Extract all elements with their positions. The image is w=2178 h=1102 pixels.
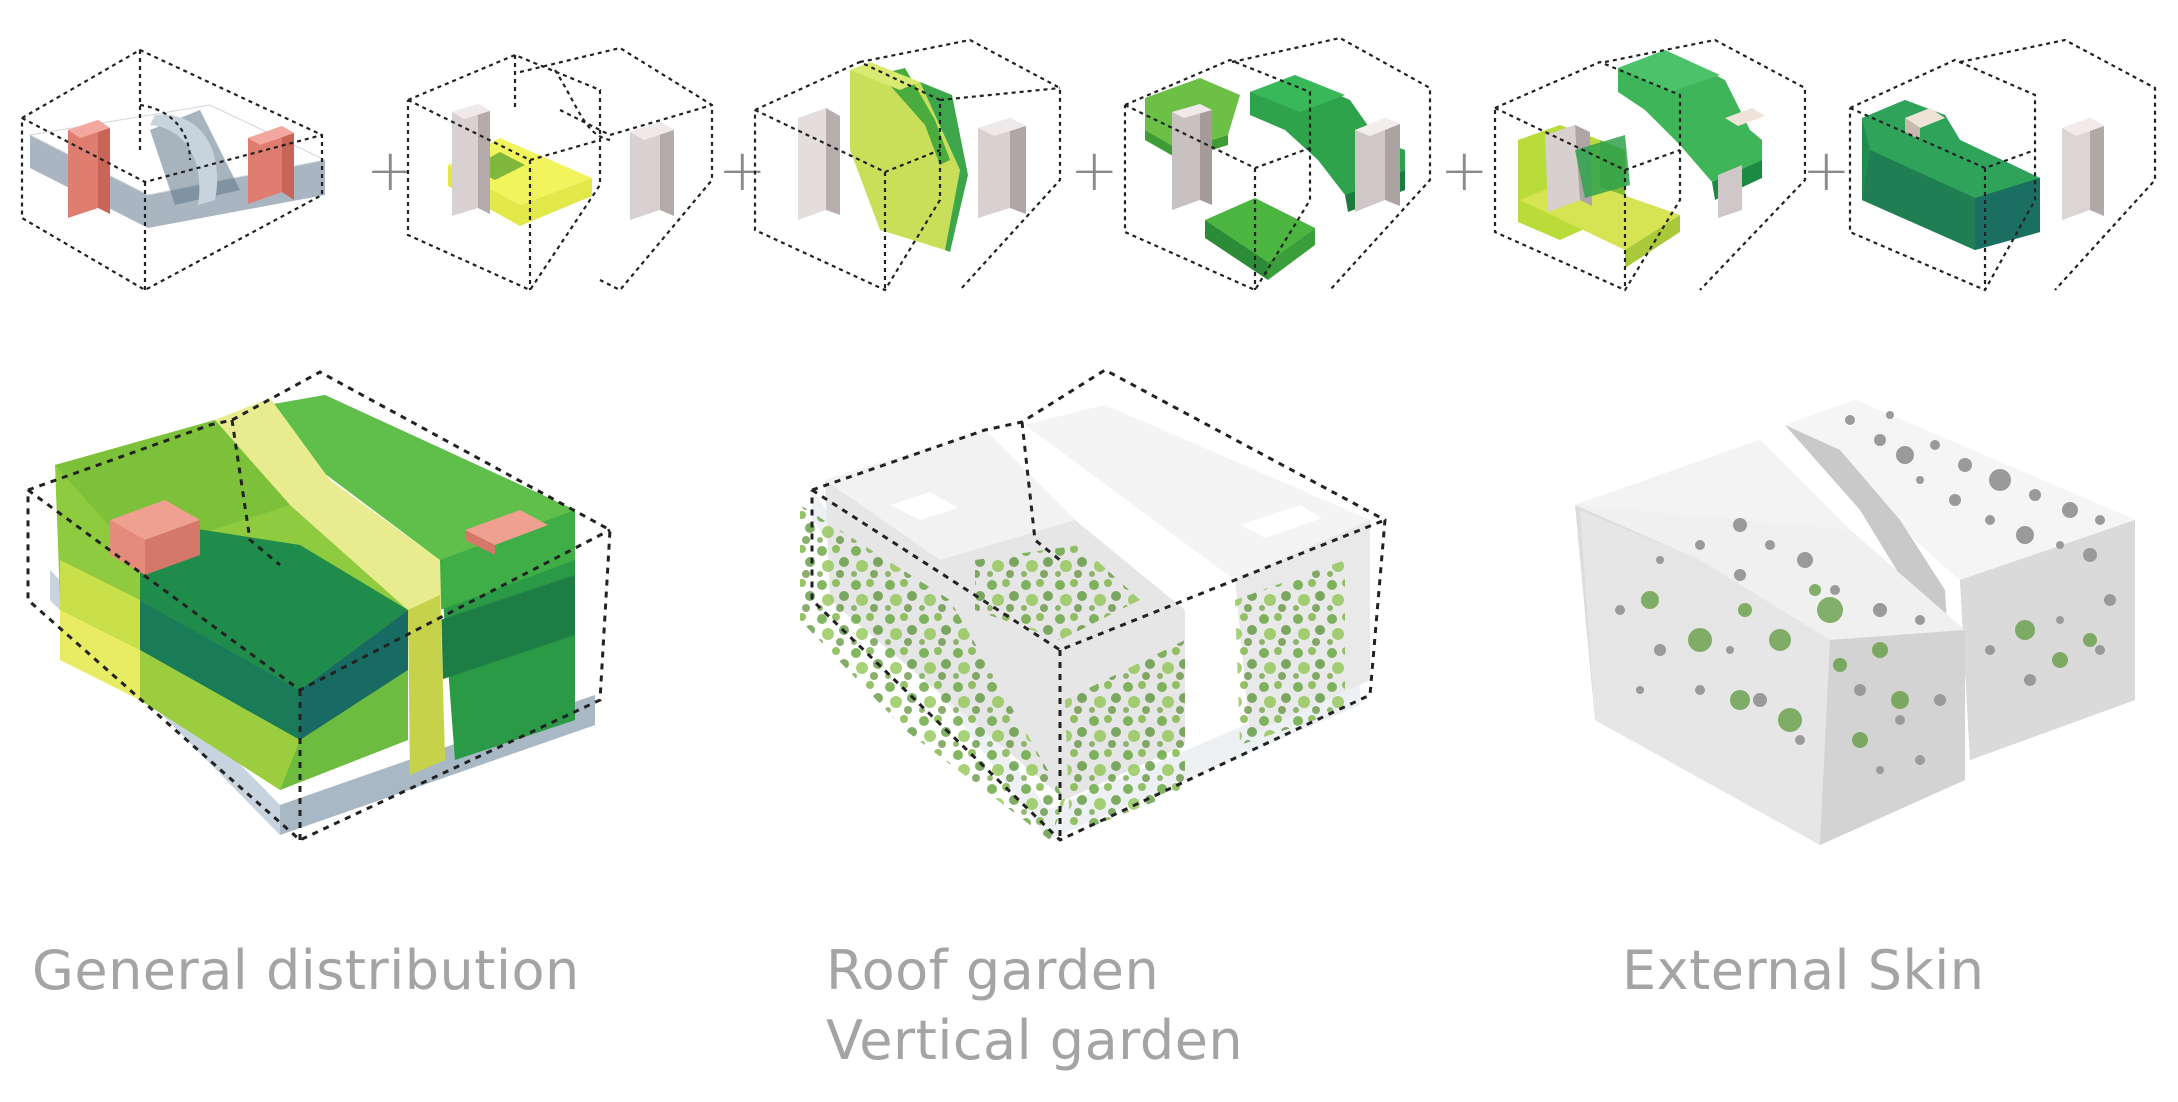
step-2-yellow-program-diagram [406,46,714,292]
step-3-vertical-green-diagram [753,38,1062,292]
operator-plus-5: + [1802,136,1851,204]
step-4-slab-lower [1205,198,1315,262]
caption-external-skin: External Skin [1622,939,1985,1002]
external-skin-model [1575,400,2135,845]
caption-vertical-garden: Vertical garden [826,1009,1244,1072]
operator-plus-4: + [1440,136,1489,204]
step-1-cores-diagram [20,48,327,292]
model-1-dark-block [140,520,408,690]
step-6-teal-face [1975,178,2040,250]
step-2-yellow-slab [448,165,592,226]
step-1-core-left [68,120,98,218]
step-3-core-right [978,118,1010,218]
general-distribution-model [26,370,612,842]
step-4-core-right [1355,118,1385,212]
operator-plus-3: + [1070,136,1119,204]
model-3-green-spots [1641,584,2097,748]
step-6-green-volume-diagram [1848,38,2157,292]
caption-general-distribution: General distribution [32,939,580,1002]
step-5-combined-diagram [1493,38,1807,292]
step-3-green-wall-front [850,70,960,250]
roof-garden-model [800,368,1387,842]
step-4-core-left [1172,104,1200,210]
step-5-roof-box [1725,108,1765,126]
model-2-base [812,490,1360,840]
step-1-ramp [150,114,218,205]
model-3-perforations [1615,411,2116,774]
model-2-vertical-garden-front [1065,640,1185,835]
model-2-vertical-garden-right [1235,560,1345,745]
operator-plus-1: + [366,136,415,204]
step-2-core-left [452,104,478,216]
step-4-green-floors-diagram [1123,36,1432,292]
caption-roof-garden: Roof garden [826,939,1160,1002]
step-1-core-right [248,126,282,204]
step-6-core-right [2062,118,2090,220]
model-2-roof-garden [975,545,1140,640]
model-2-vertical-garden-left [800,505,1065,840]
operator-plus-2: + [718,136,767,204]
step-3-core-left [798,108,826,220]
model-1-core-right [465,510,548,545]
step-6-roof-box [1905,108,1945,128]
step-2-core-right [630,122,660,220]
model-1-core-left [110,500,200,540]
step-5-core-left [1545,125,1580,212]
step-3-green-wall-side [920,82,968,252]
